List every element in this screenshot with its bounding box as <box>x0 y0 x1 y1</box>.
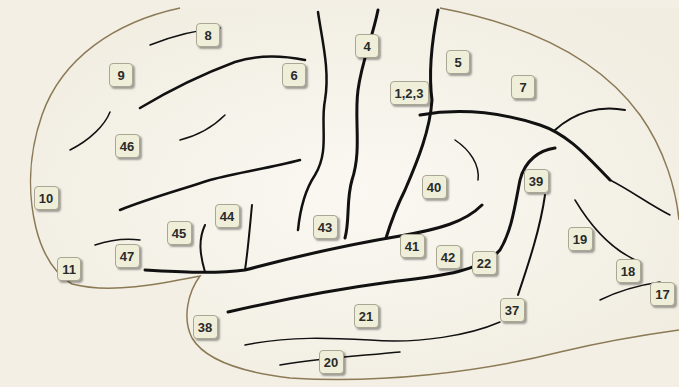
area-number: 11 <box>62 263 76 276</box>
sulcus <box>610 180 670 215</box>
area-number: 17 <box>655 288 669 301</box>
area-box: 37 <box>500 298 525 322</box>
area-number: 46 <box>120 140 134 153</box>
area-number: 45 <box>172 227 186 240</box>
sulcus <box>245 205 252 270</box>
sulcus <box>386 10 438 238</box>
area-box: 47 <box>115 244 140 268</box>
sulcus <box>200 225 205 272</box>
area-number: 9 <box>117 69 124 82</box>
area-box: 43 <box>313 215 338 239</box>
area-box: 10 <box>34 186 59 210</box>
area-box: 17 <box>650 282 675 306</box>
sulcus <box>345 10 378 238</box>
area-number: 39 <box>529 175 543 188</box>
sulcus <box>455 140 478 180</box>
area-number: 22 <box>477 257 491 270</box>
area-box: 1,2,3 <box>390 81 429 105</box>
area-box: 18 <box>616 259 641 283</box>
sulcus <box>120 160 300 210</box>
sulcus <box>555 108 625 130</box>
brain-outline-line <box>31 8 679 380</box>
area-number: 10 <box>39 192 53 205</box>
area-box: 21 <box>354 304 379 328</box>
area-box: 19 <box>568 227 593 251</box>
area-box: 45 <box>167 221 192 245</box>
sulcus <box>298 12 327 230</box>
area-number: 20 <box>324 356 338 369</box>
area-number: 4 <box>363 40 370 53</box>
area-box: 11 <box>57 257 81 281</box>
sulcus <box>518 195 545 295</box>
sulcus <box>228 148 555 312</box>
sulcus <box>420 112 610 180</box>
area-box: 7 <box>511 75 535 99</box>
area-box: 46 <box>115 134 140 158</box>
area-box: 4 <box>355 34 379 58</box>
area-number: 7 <box>519 81 526 94</box>
area-number: 8 <box>204 29 211 42</box>
area-box: 20 <box>319 350 344 374</box>
area-box: 5 <box>446 50 470 74</box>
sulcus <box>70 112 110 150</box>
area-number: 18 <box>621 265 635 278</box>
brain-outline <box>31 8 679 380</box>
area-box: 42 <box>436 245 461 269</box>
area-number: 43 <box>318 221 332 234</box>
brain-outline-line <box>440 8 679 220</box>
sulci <box>70 10 670 365</box>
sulcus <box>180 115 225 140</box>
sulcus <box>145 205 482 272</box>
sulcus <box>140 57 305 109</box>
area-number: 40 <box>427 181 441 194</box>
area-number: 42 <box>441 251 455 264</box>
area-box: 22 <box>472 251 497 275</box>
area-number: 19 <box>573 233 587 246</box>
area-number: 5 <box>454 56 461 69</box>
area-number: 6 <box>290 69 297 82</box>
area-number: 41 <box>405 240 419 253</box>
area-number: 37 <box>505 304 519 317</box>
area-number: 38 <box>198 321 212 334</box>
area-box: 6 <box>282 63 306 87</box>
area-number: 21 <box>359 310 373 323</box>
area-box: 44 <box>215 204 240 228</box>
area-box: 41 <box>400 234 425 258</box>
area-number: 44 <box>220 210 234 223</box>
area-box: 40 <box>422 175 447 199</box>
area-number: 47 <box>120 250 134 263</box>
area-box: 38 <box>193 315 218 339</box>
area-number: 1,2,3 <box>395 87 424 100</box>
area-box: 39 <box>524 169 549 193</box>
area-box: 8 <box>196 23 220 47</box>
area-box: 9 <box>109 63 133 87</box>
